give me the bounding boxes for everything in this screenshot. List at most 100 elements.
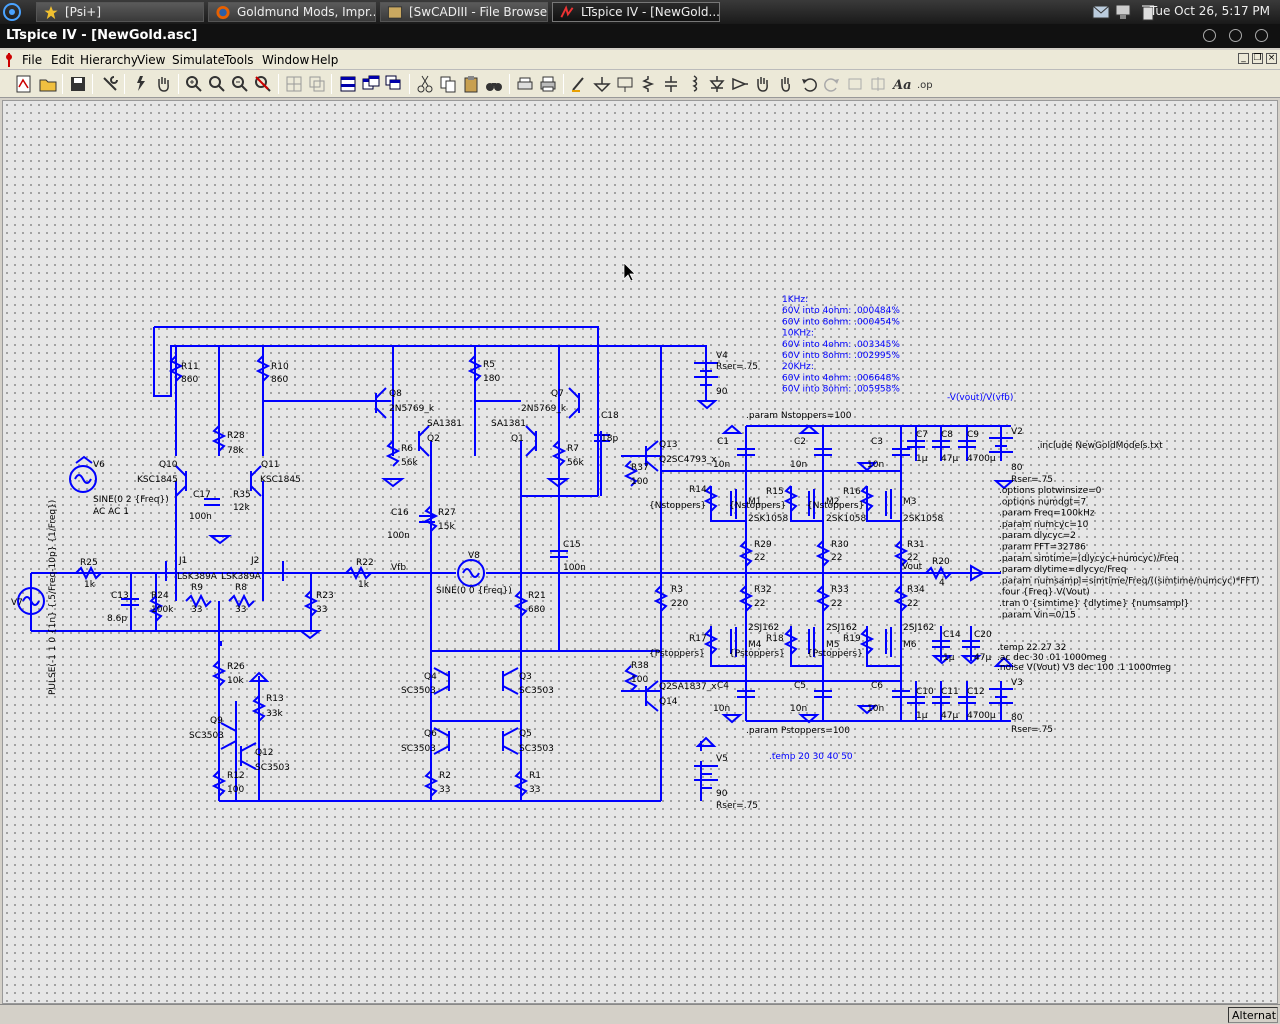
component-label[interactable]: {Nstoppers} [807, 501, 864, 511]
maximize-button[interactable] [1229, 29, 1242, 42]
menu-edit[interactable]: Edit [51, 53, 75, 67]
component-label[interactable]: SA1381 [491, 419, 526, 429]
component-label[interactable]: C8 [941, 430, 953, 440]
task-firefox[interactable]: Goldmund Mods, Impr... [208, 2, 376, 22]
component-label[interactable]: 1k [358, 580, 370, 590]
draw-wire-icon[interactable] [569, 74, 589, 94]
component-label[interactable]: R26 [227, 662, 245, 672]
sim-command-line[interactable]: .temp 22 27 32 [997, 643, 1066, 653]
mirror-icon[interactable] [868, 74, 888, 94]
component-label[interactable]: SINE(0 0 {Freq}) [436, 586, 512, 596]
diode-icon[interactable] [707, 74, 727, 94]
tile-vertical-icon[interactable] [361, 74, 381, 94]
param-line[interactable]: .options numdgt=7 [999, 497, 1086, 507]
sim-command-line[interactable]: .noise V(Vout) V3 dec 100 .1 1000meg [997, 663, 1171, 673]
component-label[interactable]: J2 [250, 556, 259, 566]
component-label[interactable]: R7 [567, 444, 579, 454]
menu-file[interactable]: File [22, 53, 43, 67]
component-label[interactable]: Q10 [159, 460, 178, 470]
param-pstoppers[interactable]: .param Pstoppers=100 [746, 726, 850, 736]
clock[interactable]: Tue Oct 26, 5:17 PM [1149, 4, 1270, 18]
system-menu-icon[interactable] [2, 2, 22, 22]
component-label[interactable]: 860 [271, 375, 288, 385]
component-label[interactable]: SC3503 [255, 763, 290, 773]
component-label[interactable]: V7 [11, 598, 23, 608]
component-label[interactable]: R21 [528, 591, 546, 601]
component-label[interactable]: Rser=.75 [716, 801, 758, 811]
cascade-icon[interactable] [307, 74, 327, 94]
component-label[interactable]: C15 [563, 540, 581, 550]
component-label[interactable]: 15k [438, 522, 455, 532]
param-line[interactable]: .tran 0 {simtime} {dlytime} {numsampl} [999, 599, 1189, 609]
component-label[interactable]: R6 [401, 444, 413, 454]
param-line[interactable]: .param numcyc=10 [999, 520, 1089, 530]
component-label[interactable]: LSK389A [177, 572, 218, 582]
component-label[interactable]: 56k [401, 458, 418, 468]
component-label[interactable]: 2N5769_k [521, 404, 567, 414]
component-label[interactable]: 4 [939, 578, 945, 588]
component-label[interactable]: R5 [483, 360, 495, 370]
component-label[interactable]: 12k [233, 503, 250, 513]
spec-note-line[interactable]: 60V into 8ohm: .000454% [782, 317, 900, 327]
component-label[interactable]: 860 [181, 375, 198, 385]
param-line[interactable]: .param Vin=0/15 [999, 610, 1076, 620]
component-label[interactable]: R30 [831, 540, 849, 550]
component-label[interactable]: 100n [189, 512, 212, 522]
component-label[interactable]: V8 [468, 551, 480, 561]
component-label[interactable]: C4 [717, 681, 729, 691]
rotate-icon[interactable] [845, 74, 865, 94]
component-label[interactable]: 33 [439, 785, 450, 795]
component-label[interactable]: M3 [903, 497, 917, 507]
component-label[interactable]: 2SJ162 [748, 623, 779, 633]
component-label[interactable]: R11 [181, 362, 199, 372]
component-label[interactable]: {Pstoppers} [729, 649, 785, 659]
component-label[interactable]: SA1381 [427, 419, 462, 429]
component-label[interactable]: 2N5769_k [389, 404, 435, 414]
param-line[interactable]: .param dlycyc=2 [999, 531, 1076, 541]
component-label[interactable]: 100k [151, 605, 174, 615]
document-icon[interactable] [4, 53, 14, 67]
component-label[interactable]: R16 [843, 487, 861, 497]
component-label[interactable]: C9 [967, 430, 979, 440]
component-label[interactable]: M6 [903, 640, 917, 650]
component-label[interactable]: V6 [93, 460, 105, 470]
task-psi[interactable]: [Psi+] [36, 2, 204, 22]
component-label[interactable]: 33 [529, 785, 540, 795]
component-label[interactable]: 4700µ [967, 454, 996, 464]
menu-view[interactable]: View [137, 53, 166, 67]
component-label[interactable]: 10n [790, 460, 807, 470]
component-label[interactable]: C1 [717, 437, 729, 447]
component-label[interactable]: R17 [689, 634, 707, 644]
component-label[interactable]: SC3503 [519, 744, 554, 754]
component-label[interactable]: 100 [227, 785, 244, 795]
drag-icon[interactable] [776, 74, 796, 94]
mail-icon[interactable] [1092, 4, 1110, 20]
component-label[interactable]: R15 [766, 487, 784, 497]
component-label[interactable]: R34 [907, 585, 925, 595]
component-label[interactable]: 220 [671, 599, 688, 609]
text-icon[interactable]: Aa [891, 74, 911, 94]
component-label[interactable]: R35 [233, 490, 251, 500]
component-label[interactable]: 100n [387, 531, 410, 541]
probe-expression[interactable]: -V(vout)/V(vfb) [947, 393, 1013, 403]
wires[interactable] [30, 326, 1011, 802]
component-label[interactable]: R1 [529, 771, 541, 781]
component-label[interactable]: SC3503 [401, 686, 436, 696]
component-label[interactable]: R10 [271, 362, 289, 372]
component-label[interactable]: R20 [932, 557, 950, 567]
component-label[interactable]: R9 [191, 583, 203, 593]
component-label[interactable]: 22 [754, 553, 765, 563]
spice-directive-icon[interactable]: .op [914, 74, 934, 94]
mdi-restore-button[interactable]: ❐ [1252, 53, 1263, 64]
component-label[interactable]: Q11 [261, 460, 280, 470]
component-label[interactable]: 10n [713, 704, 730, 714]
component-label[interactable]: 2SJ162 [903, 623, 934, 633]
component-label[interactable]: C5 [794, 681, 806, 691]
component-label[interactable]: 2SK1058 [826, 514, 867, 524]
component-label[interactable]: {Nstoppers} [729, 501, 786, 511]
component-label[interactable]: C13 [111, 591, 129, 601]
component-label[interactable]: Vfb [391, 563, 406, 573]
menu-window[interactable]: Window [262, 53, 310, 67]
copy-icon[interactable] [438, 74, 458, 94]
